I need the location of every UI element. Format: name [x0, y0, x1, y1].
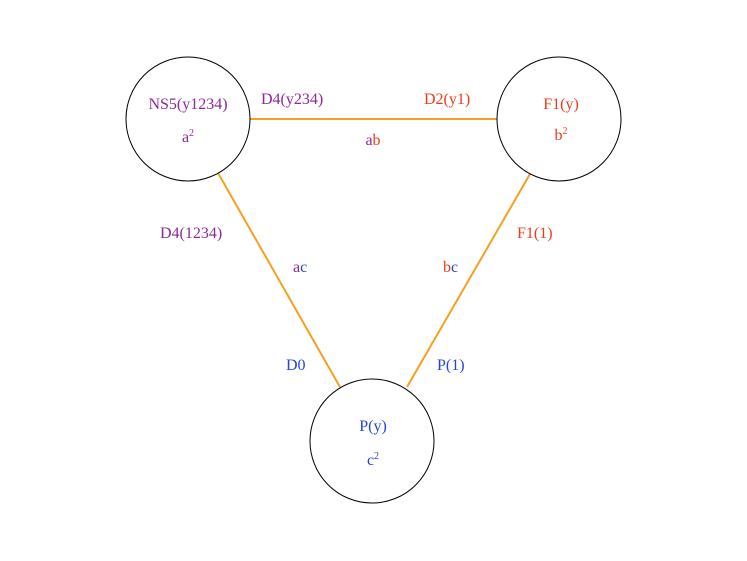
edge-ns5-f1-right-label: D2(y1) — [424, 91, 470, 108]
f1-node-name: F1(y) — [543, 96, 579, 113]
p-node-square: c2 — [367, 451, 379, 469]
node-ns5 — [125, 56, 251, 182]
edge-ns5-p — [217, 172, 341, 388]
edge-f1-p-bottom-label: P(1) — [437, 357, 465, 374]
edge-ns5-f1-mid-label: ab — [365, 132, 380, 149]
edge-ns5-p-bottom-label: D0 — [286, 357, 306, 374]
ns5-node-square: a2 — [182, 128, 194, 146]
f1-node-square: b2 — [555, 126, 568, 144]
edge-f1-p-mid-label: bc — [443, 259, 458, 276]
p-node-name: P(y) — [359, 418, 387, 435]
edge-ns5-f1-left-label: D4(y234) — [261, 91, 323, 108]
node-p — [309, 378, 435, 504]
ns5-node-name: NS5(y1234) — [148, 96, 227, 113]
edge-ns5-p-top-label: D4(1234) — [160, 225, 222, 242]
node-f1 — [496, 56, 622, 182]
edge-f1-p-top-label: F1(1) — [517, 225, 553, 242]
edge-f1-p — [406, 173, 531, 388]
edge-ns5-p-mid-label: ac — [293, 259, 307, 276]
